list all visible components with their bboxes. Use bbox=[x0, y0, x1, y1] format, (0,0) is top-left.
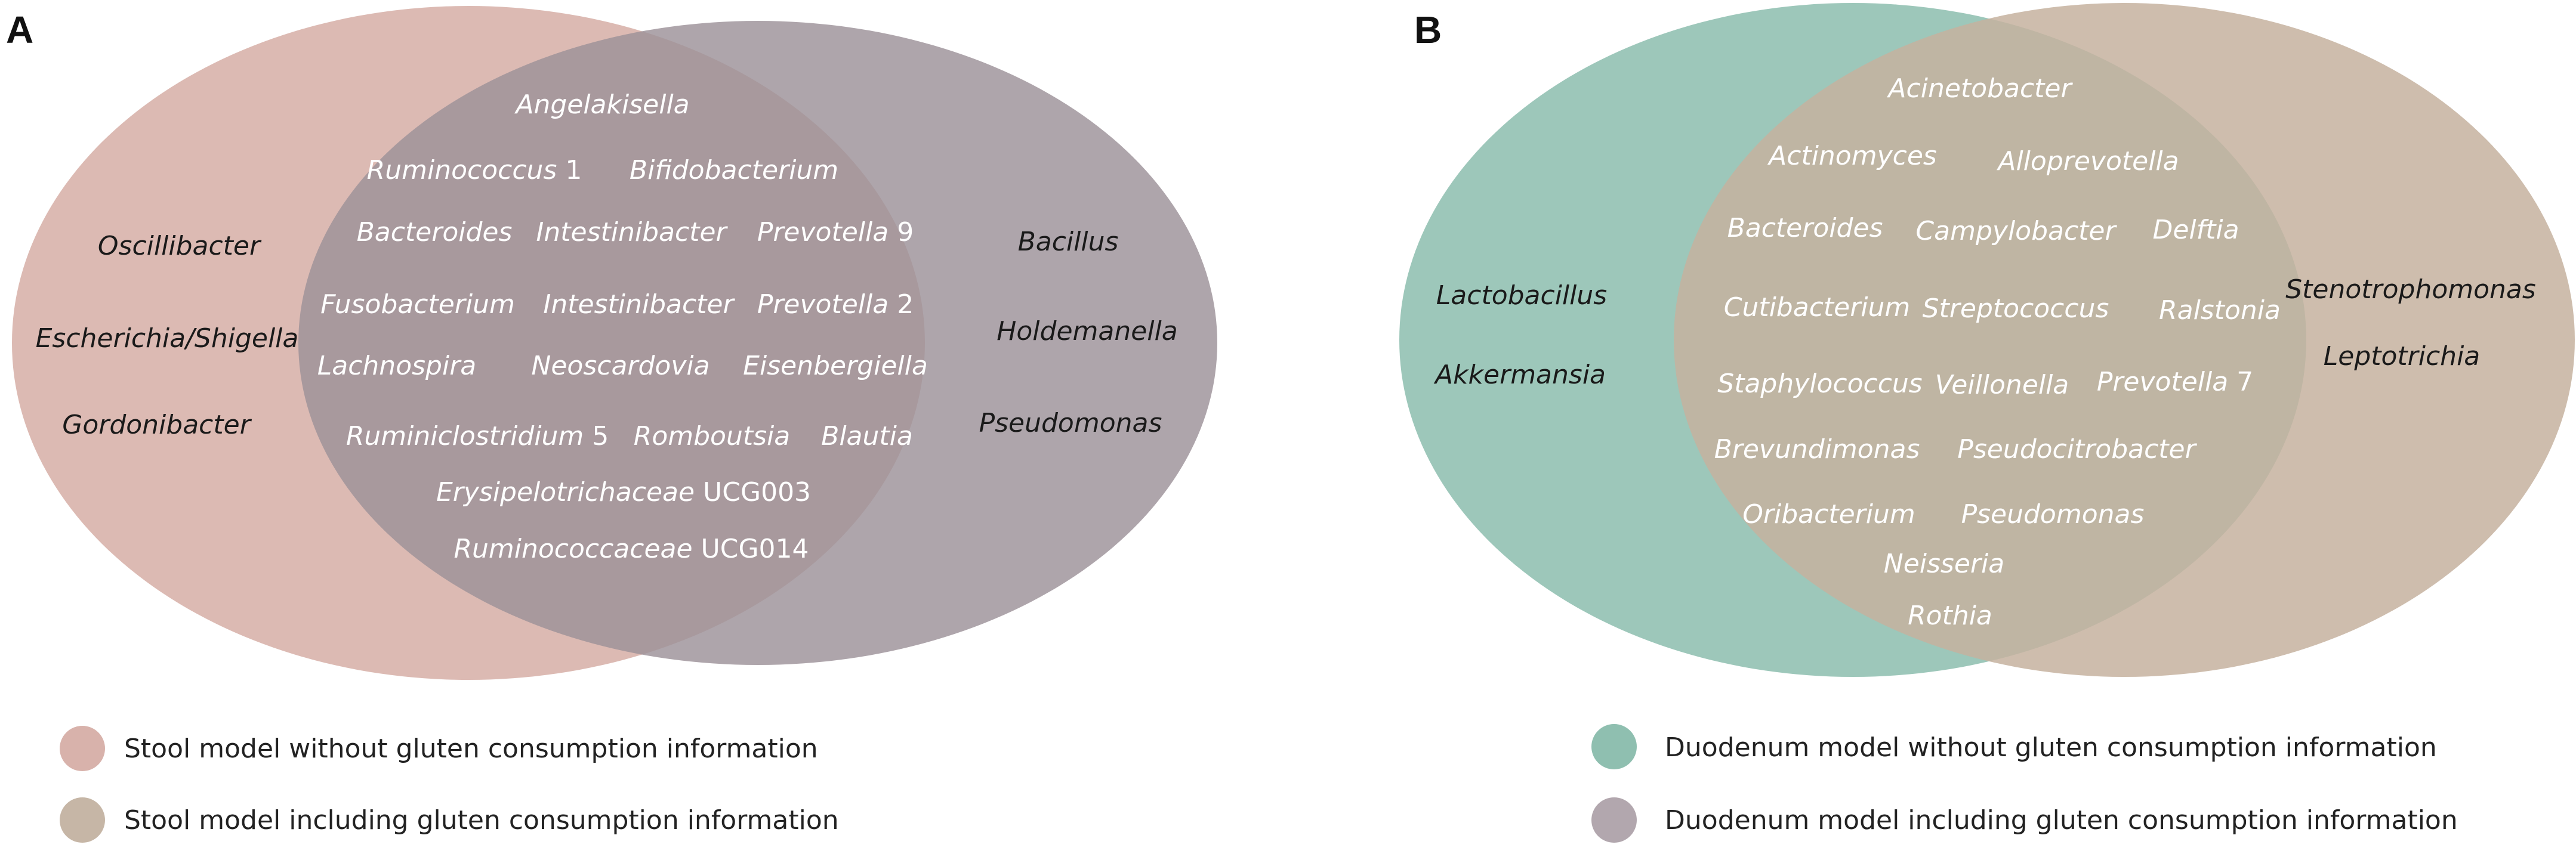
legend-label: Stool model including gluten consumption… bbox=[124, 805, 839, 836]
legend-swatch bbox=[60, 797, 105, 843]
panel-a-letter: A bbox=[6, 8, 33, 51]
genus-label: Bacillus bbox=[1018, 227, 1119, 257]
panel-b-shared-labels: Acinetobacter Actinomyces Alloprevotella… bbox=[1714, 73, 2281, 631]
genus-label: Staphylococcus bbox=[1717, 369, 1922, 399]
genus-label: Neoscardovia bbox=[531, 351, 709, 381]
panel-b-right-ellipse bbox=[1674, 3, 2575, 677]
legend-label: Duodenum model including gluten consumpt… bbox=[1665, 805, 2458, 836]
genus-label: Oscillibacter bbox=[98, 231, 262, 261]
genus-label: Stenotrophomonas bbox=[2285, 274, 2536, 305]
panel-a-right-only-labels: Bacillus Holdemanella Pseudomonas bbox=[979, 227, 1178, 438]
panel-b-legend: Duodenum model without gluten consumptio… bbox=[1591, 724, 2458, 843]
genus-label: Prevotella 7 bbox=[2097, 367, 2253, 397]
genus-label: Ruminococcus 1 bbox=[367, 155, 582, 185]
genus-label: Lachnospira bbox=[317, 351, 477, 381]
genus-label: Oribacterium bbox=[1742, 499, 1915, 530]
genus-label: Romboutsia bbox=[634, 421, 790, 451]
genus-label: Pseudocitrobacter bbox=[1957, 434, 2197, 465]
genus-label: Ralstonia bbox=[2159, 295, 2281, 326]
genus-label: Eisenbergiella bbox=[743, 351, 928, 381]
legend-label: Stool model without gluten consumption i… bbox=[124, 734, 818, 764]
genus-label: Cutibacterium bbox=[1724, 292, 1911, 323]
genus-label: Rothia bbox=[1908, 601, 1992, 631]
genus-label: Pseudomonas bbox=[979, 408, 1162, 438]
legend-swatch bbox=[60, 726, 105, 771]
genus-label: Escherichia/Shigella bbox=[36, 323, 299, 354]
genus-label: Acinetobacter bbox=[1886, 73, 2073, 104]
genus-label: Leptotrichia bbox=[2324, 341, 2481, 372]
panel-a-legend: Stool model without gluten consumption i… bbox=[60, 726, 839, 843]
genus-label: Prevotella 2 bbox=[757, 289, 914, 320]
genus-label: Pseudomonas bbox=[1961, 499, 2145, 530]
genus-label: Alloprevotella bbox=[1996, 146, 2179, 177]
genus-label: Angelakisella bbox=[514, 89, 689, 120]
panel-b-letter: B bbox=[1414, 8, 1442, 51]
genus-label: Fusobacterium bbox=[320, 289, 515, 320]
genus-label: Intestinibacter bbox=[536, 217, 728, 248]
genus-label: Neisseria bbox=[1884, 549, 2004, 579]
genus-label: Lactobacillus bbox=[1436, 280, 1607, 311]
legend-swatch bbox=[1591, 724, 1637, 769]
genus-label: Holdemanella bbox=[997, 316, 1177, 347]
genus-label: Actinomyces bbox=[1767, 141, 1937, 171]
genus-label: Ruminiclostridium 5 bbox=[346, 421, 609, 451]
genus-label: Bacteroides bbox=[1727, 213, 1883, 243]
panel-a-right-ellipse bbox=[298, 21, 1217, 665]
genus-label: Blautia bbox=[821, 421, 913, 451]
panel-b-right-only-labels: Stenotrophomonas Leptotrichia bbox=[2285, 274, 2536, 372]
legend-swatch bbox=[1591, 797, 1637, 843]
panel-a-left-only-labels: Oscillibacter Escherichia/Shigella Gordo… bbox=[36, 231, 299, 440]
legend-label: Duodenum model without gluten consumptio… bbox=[1665, 732, 2437, 763]
genus-label: Gordonibacter bbox=[62, 410, 252, 440]
genus-label: Bifidobacterium bbox=[630, 155, 838, 185]
panel-b-left-only-labels: Lactobacillus Akkermansia bbox=[1433, 280, 1607, 390]
genus-label: Brevundimonas bbox=[1714, 434, 1920, 465]
genus-label: Delftia bbox=[2152, 215, 2239, 245]
genus-label: Campylobacter bbox=[1915, 216, 2117, 246]
genus-label: Ruminococcaceae UCG014 bbox=[454, 534, 809, 564]
panel-a-shared-labels: Angelakisella Ruminococcus 1 Bifidobacte… bbox=[317, 89, 928, 564]
genus-label: Streptococcus bbox=[1923, 293, 2109, 324]
panel-a: A Oscillibacter Escherichia/Shigella Gor… bbox=[6, 6, 1217, 843]
genus-label: Erysipelotrichaceae UCG003 bbox=[436, 477, 811, 508]
genus-label: Intestinibacter bbox=[543, 289, 735, 320]
genus-label: Prevotella 9 bbox=[757, 217, 914, 248]
genus-label: Veillonella bbox=[1935, 370, 2069, 400]
genus-label: Bacteroides bbox=[357, 217, 513, 248]
panel-b: B Lactobacillus Akkermansia Stenotrophom… bbox=[1399, 3, 2575, 843]
genus-label: Akkermansia bbox=[1433, 360, 1606, 390]
